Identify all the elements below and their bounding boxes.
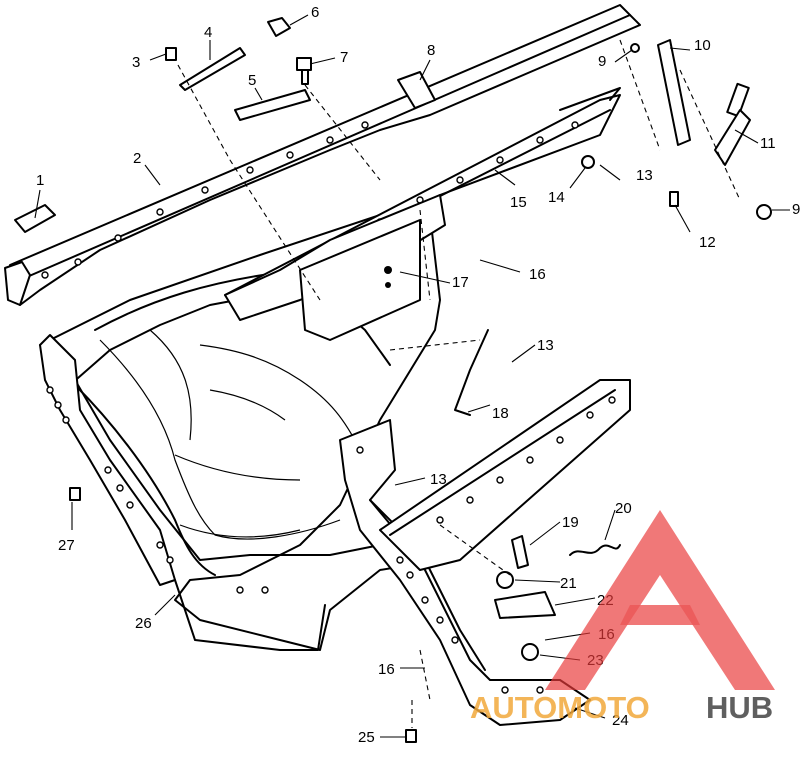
callout-12: 12 bbox=[699, 234, 716, 251]
callout-1: 1 bbox=[36, 172, 44, 189]
callout-2: 2 bbox=[133, 150, 141, 167]
part-10-link bbox=[657, 39, 691, 146]
part-17-plate bbox=[299, 219, 421, 341]
beam-holes bbox=[356, 446, 544, 694]
part-25-screw bbox=[405, 729, 417, 743]
callout-16-c: 16 bbox=[378, 661, 395, 678]
callout-15: 15 bbox=[510, 194, 527, 211]
rail-holes bbox=[41, 121, 369, 279]
callout-3: 3 bbox=[132, 54, 140, 71]
callout-13: 13 bbox=[636, 167, 653, 184]
callout-18: 18 bbox=[492, 405, 509, 422]
part-23-roller bbox=[521, 643, 539, 661]
callout-24: 24 bbox=[612, 712, 629, 729]
part-9-screw-b bbox=[756, 204, 772, 220]
part-7-bolt bbox=[296, 57, 312, 85]
part-11-bolt-assembly bbox=[714, 82, 751, 166]
flange-holes-left bbox=[46, 386, 269, 594]
callout-labels: 1 2 3 4 5 6 7 8 9 10 11 9 12 13 14 15 16… bbox=[36, 4, 800, 746]
front-rail-holes bbox=[436, 396, 616, 524]
part-12-screw bbox=[669, 191, 679, 207]
part-27-screw bbox=[69, 487, 81, 501]
part-3-screw bbox=[165, 47, 177, 61]
callout-9-b: 9 bbox=[792, 201, 800, 218]
callout-9: 9 bbox=[598, 53, 606, 70]
part-2-upper-rail bbox=[4, 4, 641, 306]
part-21-cap bbox=[496, 571, 514, 589]
part-9-screw bbox=[630, 43, 640, 53]
part-14-bushing bbox=[581, 155, 595, 169]
part-19-plate bbox=[511, 535, 529, 569]
callout-17: 17 bbox=[452, 274, 469, 291]
callout-20: 20 bbox=[615, 500, 632, 517]
callout-14: 14 bbox=[548, 189, 565, 206]
callout-27: 27 bbox=[58, 537, 75, 554]
part-6-cap bbox=[267, 17, 291, 37]
callout-21: 21 bbox=[560, 575, 577, 592]
callout-11: 11 bbox=[760, 135, 776, 152]
callout-10: 10 bbox=[694, 37, 711, 54]
part-5-trim bbox=[234, 89, 311, 121]
callout-16: 16 bbox=[529, 266, 546, 283]
leader-lines bbox=[34, 14, 790, 738]
part-18-bracket bbox=[454, 329, 489, 416]
callout-19: 19 bbox=[562, 514, 579, 531]
callout-8: 8 bbox=[427, 42, 435, 59]
front-right-rail bbox=[379, 379, 631, 571]
callout-5: 5 bbox=[248, 72, 256, 89]
automotohub-watermark: AUTOMOTO HUB bbox=[470, 510, 775, 725]
callout-13-b: 13 bbox=[537, 337, 554, 354]
part-8-bracket bbox=[397, 71, 436, 109]
callout-7: 7 bbox=[340, 49, 348, 66]
part-22-hinge bbox=[494, 591, 556, 619]
callout-25: 25 bbox=[358, 729, 375, 746]
watermark-brand-right: HUB bbox=[706, 690, 773, 725]
part-20-spring bbox=[569, 544, 621, 556]
watermark-triangle-inner bbox=[620, 605, 700, 625]
watermark-brand-left: AUTOMOTO bbox=[470, 690, 650, 725]
part-4-strip bbox=[179, 47, 246, 91]
callout-13-c: 13 bbox=[430, 471, 447, 488]
callout-6: 6 bbox=[311, 4, 319, 21]
callout-26: 26 bbox=[135, 615, 152, 632]
callout-4: 4 bbox=[204, 24, 212, 41]
part-1-clip bbox=[14, 204, 56, 233]
watermark-triangle bbox=[545, 510, 775, 690]
